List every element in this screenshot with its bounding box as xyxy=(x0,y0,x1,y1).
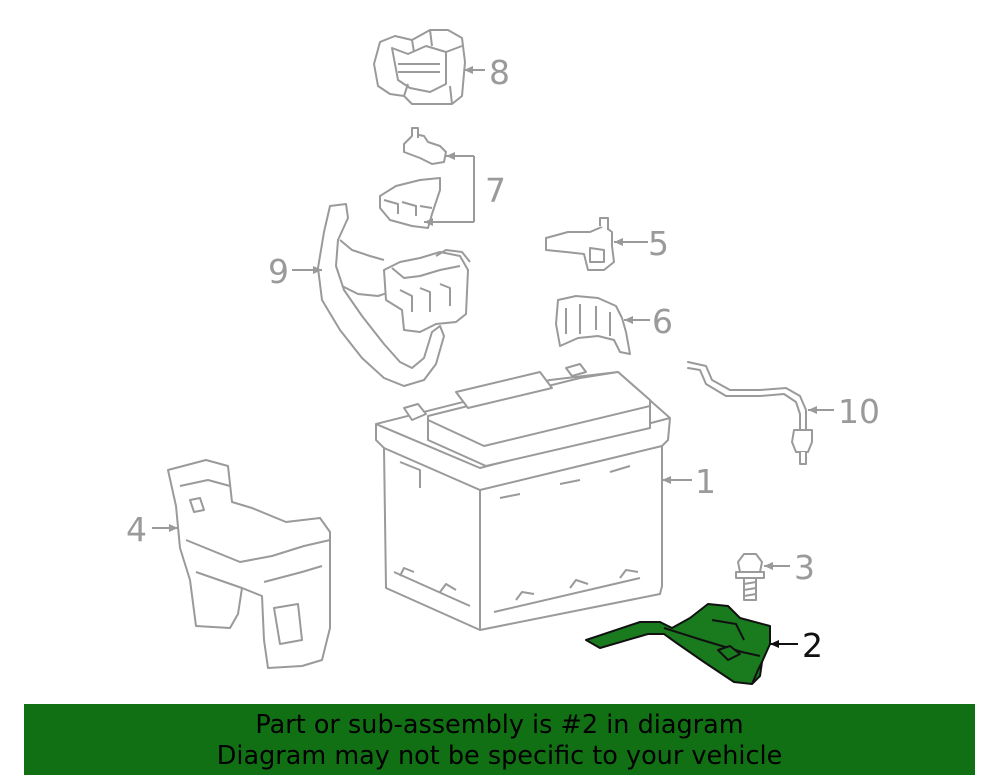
callout-labels: 8 7 9 5 6 10 1 4 3 2 xyxy=(126,53,880,665)
callout-9: 9 xyxy=(268,252,289,291)
part-7-terminal[interactable] xyxy=(380,128,446,228)
part-4-insulator[interactable] xyxy=(168,460,330,668)
callout-10: 10 xyxy=(838,392,880,431)
leader-lines xyxy=(152,66,834,648)
part-9-harness[interactable] xyxy=(318,204,470,386)
part-10-sensor[interactable] xyxy=(688,362,812,464)
callout-4: 4 xyxy=(126,510,147,549)
notice-banner: Part or sub-assembly is #2 in diagram Di… xyxy=(24,704,975,775)
part-8-cover[interactable] xyxy=(374,30,465,104)
part-3-bolt[interactable] xyxy=(736,554,764,600)
banner-line-1: Part or sub-assembly is #2 in diagram xyxy=(255,710,744,740)
banner-line-2: Diagram may not be specific to your vehi… xyxy=(216,741,783,771)
callout-8: 8 xyxy=(489,53,510,92)
callout-5: 5 xyxy=(648,224,669,263)
callout-3: 3 xyxy=(794,548,815,587)
callout-7: 7 xyxy=(485,171,506,210)
callout-2: 2 xyxy=(802,626,823,665)
part-6-bracket[interactable] xyxy=(556,296,630,354)
callout-6: 6 xyxy=(652,302,673,341)
part-1-battery[interactable] xyxy=(376,364,670,630)
callout-1: 1 xyxy=(695,462,716,501)
part-2-hold-down-bracket[interactable] xyxy=(586,604,770,684)
part-5-connector[interactable] xyxy=(546,218,614,270)
